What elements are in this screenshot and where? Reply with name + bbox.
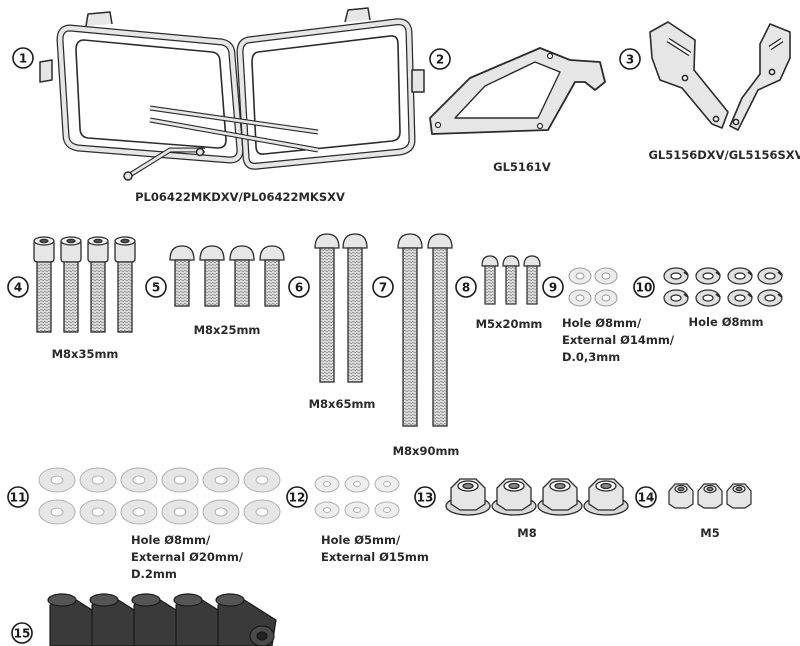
part-11-number: 11 [10, 491, 27, 505]
part-2-number: 2 [436, 53, 444, 67]
part-14-label: M5 [700, 526, 719, 540]
part-9-shim-washers: 9 Hole Ø8mm/ External Ø14mm/ D.0,3mm [542, 267, 675, 364]
part-6-long-bolts: 6 M8x65mm [288, 233, 376, 411]
part-9-label-line-2: External Ø14mm/ [562, 333, 675, 347]
part-4-number: 4 [14, 281, 22, 295]
lock-nut-icon [668, 483, 752, 509]
part-6-number-badge [288, 276, 310, 298]
part-1-number-badge [12, 47, 34, 69]
button-bolt-icon [314, 233, 368, 383]
part-12-flat-washers: 12 Hole Ø5mm/ External Ø15mm [286, 475, 429, 564]
shim-washer-icon [568, 267, 618, 307]
socket-bolt-icon [33, 236, 136, 333]
part-3-number: 3 [626, 53, 634, 67]
part-7-label: M8x90mm [393, 444, 460, 458]
part-1-pannier-frames: 1 PL06422MKDXV/PL06422MKSXV [12, 7, 425, 204]
button-bolt-icon [397, 233, 453, 427]
part-14-number: 14 [638, 491, 655, 505]
part-12-label-line-2: External Ø15mm [321, 550, 429, 564]
part-13-label: M8 [517, 526, 536, 540]
spacer-tube-icon [47, 593, 277, 646]
part-4-label: M8x35mm [52, 347, 119, 361]
flat-washer-icon [38, 467, 281, 525]
part-5-button-bolts: 5 M8x25mm [145, 245, 285, 337]
part-9-number: 9 [549, 281, 557, 295]
part-3-number-badge [619, 48, 641, 70]
part-3-angle-brackets: 3 GL5156DXV/GL5156SXV [619, 21, 800, 162]
flat-washer-icon [314, 475, 400, 519]
part-2-label: GL5161V [493, 160, 551, 174]
bracket-plate-icon [429, 47, 606, 135]
part-8-number: 8 [462, 281, 470, 295]
part-10-spring-washers: 10 Hole Ø8mm [633, 267, 783, 329]
part-11-number-badge [7, 486, 29, 508]
part-11-flat-washers: 11 Hole Ø8mm/ External Ø20mm/ D.2mm [7, 467, 281, 581]
part-8-small-bolts: 8 M5x20mm [455, 255, 543, 331]
part-15-number-badge [11, 622, 33, 644]
part-1-number: 1 [19, 52, 27, 66]
part-5-label: M8x25mm [194, 323, 261, 337]
part-13-number-badge [414, 486, 436, 508]
part-11-label-line-2: External Ø20mm/ [131, 550, 244, 564]
part-2-number-badge [429, 48, 451, 70]
part-11-label-line-1: Hole Ø8mm/ [131, 533, 211, 547]
part-13-number: 13 [417, 491, 434, 505]
part-7-number: 7 [379, 281, 387, 295]
part-15-number: 15 [14, 627, 31, 641]
part-4-socket-bolts: 4 M8x35mm [7, 236, 136, 361]
part-13-flange-nuts: 13 M8 [414, 478, 629, 540]
part-3-label: GL5156DXV/GL5156SXV [648, 148, 800, 162]
button-bolt-icon [481, 255, 541, 305]
part-7-long-bolts: 7 M8x90mm [372, 233, 460, 458]
part-12-label-line-1: Hole Ø5mm/ [321, 533, 401, 547]
part-9-number-badge [542, 276, 564, 298]
spring-washer-icon [663, 267, 783, 307]
part-10-label: Hole Ø8mm [688, 315, 763, 329]
part-6-label: M8x65mm [309, 397, 376, 411]
part-14-lock-nuts: 14 M5 [635, 483, 752, 540]
pannier-frame-icon [39, 7, 425, 181]
part-8-label: M5x20mm [476, 317, 543, 331]
part-7-number-badge [372, 276, 394, 298]
part-2-bracket-plate: 2 GL5161V [429, 47, 606, 174]
part-8-number-badge [455, 276, 477, 298]
part-10-number-badge [633, 276, 655, 298]
part-11-label-line-3: D.2mm [131, 567, 177, 581]
part-14-number-badge [635, 486, 657, 508]
part-5-number-badge [145, 276, 167, 298]
part-10-number: 10 [636, 281, 653, 295]
part-9-label-line-3: D.0,3mm [562, 350, 620, 364]
part-9-label-line-1: Hole Ø8mm/ [562, 316, 642, 330]
part-1-label: PL06422MKDXV/PL06422MKSXV [135, 190, 345, 204]
part-4-number-badge [7, 276, 29, 298]
angle-bracket-icon [649, 21, 791, 131]
button-bolt-icon [169, 245, 285, 307]
part-6-number: 6 [295, 281, 303, 295]
part-5-number: 5 [152, 281, 160, 295]
part-15-spacer-tubes: 15 [11, 593, 277, 646]
part-12-number-badge [286, 486, 308, 508]
part-12-number: 12 [289, 491, 306, 505]
flange-nut-icon [445, 478, 629, 516]
